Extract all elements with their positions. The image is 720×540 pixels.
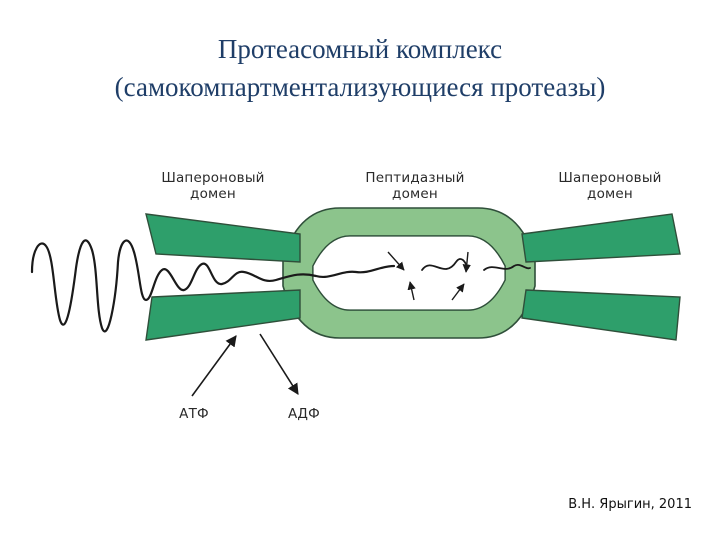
chaperone-right-upper xyxy=(521,213,681,263)
title-line-1: Протеасомный комплекс xyxy=(217,34,503,64)
protein-chain xyxy=(30,239,396,333)
cleavage-arrow-4 xyxy=(451,283,465,301)
cleavage-arrow-1 xyxy=(387,251,405,271)
atp-arrow xyxy=(191,335,237,397)
peptidase-label-line-2: домен xyxy=(392,186,438,202)
peptide-fragment-2 xyxy=(483,264,531,271)
chaperone-right-label-line-2: домен xyxy=(587,186,633,202)
adp-arrow xyxy=(259,333,299,395)
chaperone-right-lower xyxy=(521,289,681,341)
title-line-2: (самокомпартментализующиеся протеазы) xyxy=(114,72,606,102)
peptide-fragment-1 xyxy=(421,258,469,271)
peptidase-label-line-1: Пептидазный xyxy=(365,170,464,186)
chaperone-left-label-line-2: домен xyxy=(190,186,236,202)
chaperone-left-upper xyxy=(145,213,301,263)
chaperone-left-label-line-1: Шапероновый xyxy=(161,170,264,186)
atp-label: АТФ xyxy=(179,406,209,422)
chaperone-right-label-line-1: Шапероновый xyxy=(558,170,661,186)
slide-title: Протеасомный комплекс (самокомпартментал… xyxy=(0,30,720,106)
adp-label: АДФ xyxy=(288,406,320,422)
chaperone-left-lower xyxy=(145,289,301,341)
cleavage-arrow-3 xyxy=(462,251,471,273)
author-credit: В.Н. Ярыгин, 2011 xyxy=(568,497,692,512)
cleavage-arrow-2 xyxy=(407,281,416,301)
